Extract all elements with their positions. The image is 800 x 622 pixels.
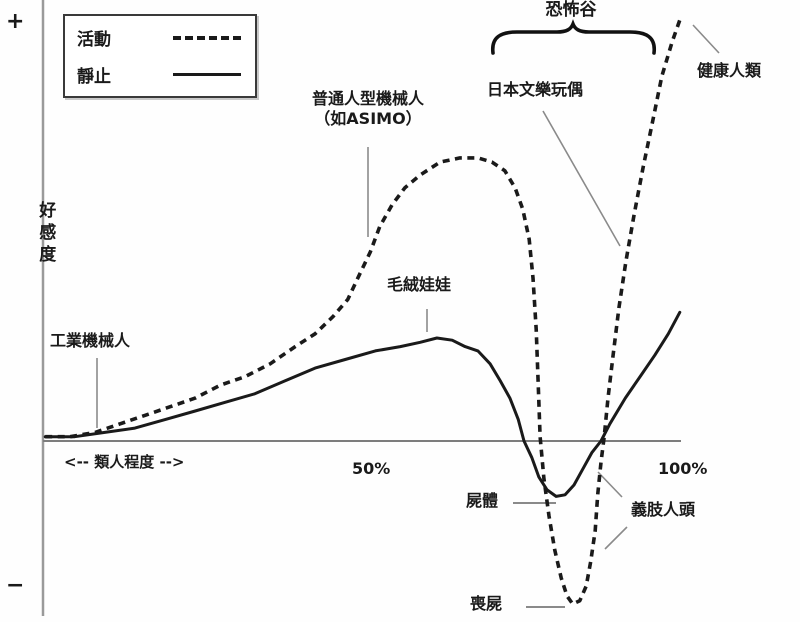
legend-row-still: 靜止: [77, 62, 243, 87]
humanoid-robot-label: 普通人型機械人 （如ASIMO）: [288, 89, 448, 129]
chart-title: 恐怖谷: [545, 0, 597, 20]
industrial-robot-label: 工業機械人: [50, 331, 131, 350]
humanoid-robot-label-line2: （如ASIMO）: [314, 109, 422, 128]
x-tick-50: 50%: [352, 459, 391, 478]
stuffed-doll-label: 毛絨娃娃: [387, 275, 452, 294]
legend: 活動 靜止: [63, 14, 257, 98]
y-axis-plus-sign: +: [6, 9, 25, 34]
still-curve: [43, 310, 682, 498]
prosthetic-label: 義肢人頭: [631, 500, 696, 519]
y-axis-label: 好感度: [35, 201, 56, 267]
corpse-label: 屍體: [466, 491, 499, 510]
healthy-human-label: 健康人類: [697, 61, 762, 80]
solid-line-sample: [173, 73, 241, 76]
healthy-human-leader-line: [692, 24, 720, 54]
legend-moving-label: 活動: [77, 30, 111, 50]
dashed-line-sample: [173, 35, 241, 40]
moving-curve: [45, 15, 683, 606]
prosthetic-upper-leader-line: [597, 471, 623, 498]
uncanny-valley-brace: [491, 19, 656, 55]
y-axis-minus-sign: −: [6, 573, 25, 598]
bunraku-puppet-leader-line: [542, 110, 621, 247]
prosthetic-lower-leader-line: [604, 526, 628, 550]
leader-lines: [96, 24, 720, 608]
bunraku-puppet-label: 日本文樂玩偶: [487, 80, 584, 99]
legend-row-moving: 活動: [77, 25, 243, 50]
humanoid-robot-label-line1: 普通人型機械人: [311, 89, 424, 108]
x-axis-label: <-- 類人程度 -->: [64, 453, 185, 471]
zombie-label: 喪屍: [470, 594, 503, 613]
legend-still-label: 靜止: [77, 67, 111, 87]
x-tick-100: 100%: [658, 459, 708, 478]
